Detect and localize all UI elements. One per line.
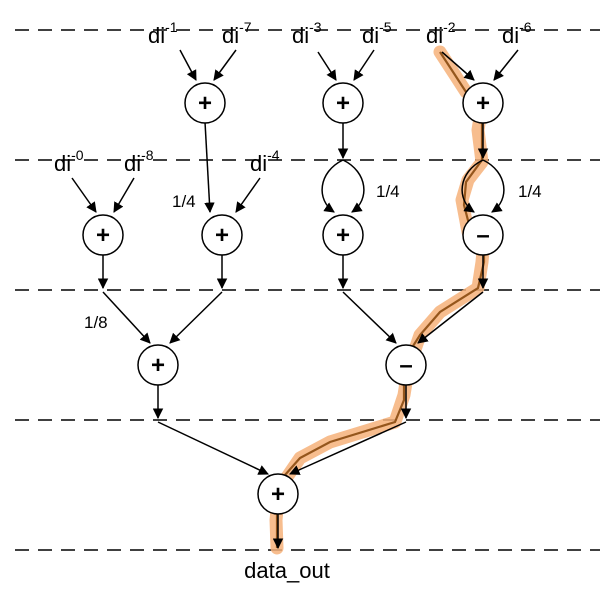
subtractor-node-stage2-right: – [462, 214, 504, 256]
wires [71, 49, 519, 550]
input-di-4: di-4 [250, 147, 280, 176]
scale-labels: 1/4 1/4 1/4 1/8 [84, 182, 542, 332]
svg-text:+: + [198, 90, 212, 117]
input-di-7: di-7 [222, 19, 252, 48]
svg-text:+: + [336, 222, 350, 249]
adder-node-stage2-left: + [201, 214, 243, 256]
scale-label-eighth: 1/8 [84, 313, 108, 332]
input-di-1: di-1 [148, 19, 178, 48]
svg-text:+: + [336, 90, 350, 117]
critical-path-highlight [269, 45, 491, 555]
svg-text:–: – [476, 222, 489, 249]
adder-node-di2-di6: + [462, 82, 504, 124]
subtractor-node-stage3-right: – [385, 344, 427, 386]
input-labels: di-1 di-7 di-3 di-5 di-2 di-6 di-0 di-8 … [54, 19, 532, 176]
operator-nodes: + + + + + + – + [82, 82, 504, 515]
svg-text:–: – [399, 352, 412, 379]
svg-text:+: + [151, 352, 165, 379]
adder-node-stage3-left: + [137, 344, 179, 386]
stage-separators [15, 29, 600, 551]
adder-node-di3-di5: + [322, 82, 364, 124]
input-di-3: di-3 [292, 19, 322, 48]
scale-label-quarter-a: 1/4 [172, 192, 196, 211]
adder-node-stage2-mid: + [322, 214, 364, 256]
svg-text:+: + [271, 481, 285, 508]
input-di-6: di-6 [502, 19, 532, 48]
scale-label-quarter-c: 1/4 [518, 182, 542, 201]
input-di-5: di-5 [362, 19, 392, 48]
adder-node-final: + [257, 473, 299, 515]
input-di-0: di-0 [54, 147, 84, 176]
adder-node-di0-di8: + [82, 214, 124, 256]
output-label: data_out [244, 558, 330, 583]
svg-text:+: + [476, 90, 490, 117]
adder-node-di1-di7: + [184, 82, 226, 124]
svg-text:+: + [96, 222, 110, 249]
svg-text:+: + [215, 222, 229, 249]
input-di-2: di-2 [426, 19, 456, 48]
scale-label-quarter-b: 1/4 [376, 182, 400, 201]
input-di-8: di-8 [124, 147, 154, 176]
